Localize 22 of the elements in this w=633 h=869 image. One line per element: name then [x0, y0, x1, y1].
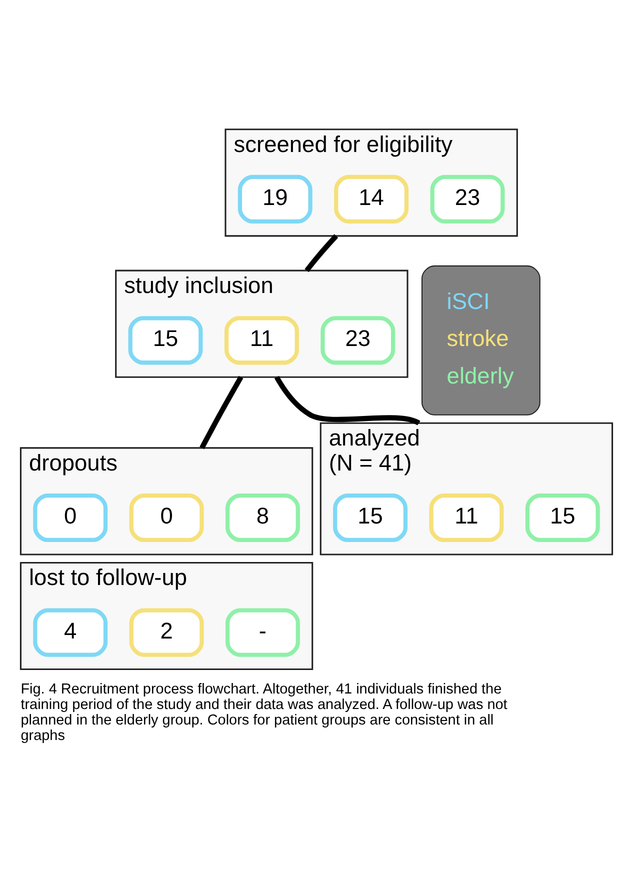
node-box: 11: [429, 493, 504, 542]
legend-label: stroke: [446, 325, 509, 352]
node-box: 0: [129, 493, 204, 542]
connector: [200, 376, 244, 450]
node-box: 15: [333, 493, 408, 542]
connector: [274, 376, 420, 426]
node-box: 15: [525, 493, 600, 542]
node-box: 19: [238, 174, 312, 224]
node-box: 23: [320, 316, 396, 365]
node-box: 2: [129, 608, 204, 657]
node-box: -: [226, 608, 300, 657]
legend-label: elderly: [446, 362, 514, 388]
node-box: 8: [226, 493, 300, 542]
node-box: 14: [334, 174, 409, 224]
node-box: 4: [33, 608, 108, 657]
node-box: 15: [128, 316, 203, 365]
node-box: 11: [224, 316, 299, 365]
legend-label: iSCI: [446, 288, 490, 314]
caption: Fig. 4 Recruitment process flowchart. Altogether, 41 individuals finished the training period of the study and their data was analyzed. A follow-up was not planned in the elderly group. Colors for patient groups are consistent in all graphs: [20, 681, 508, 744]
connector: [304, 234, 338, 272]
node-box: 0: [33, 493, 108, 542]
node-box: 23: [430, 174, 505, 224]
